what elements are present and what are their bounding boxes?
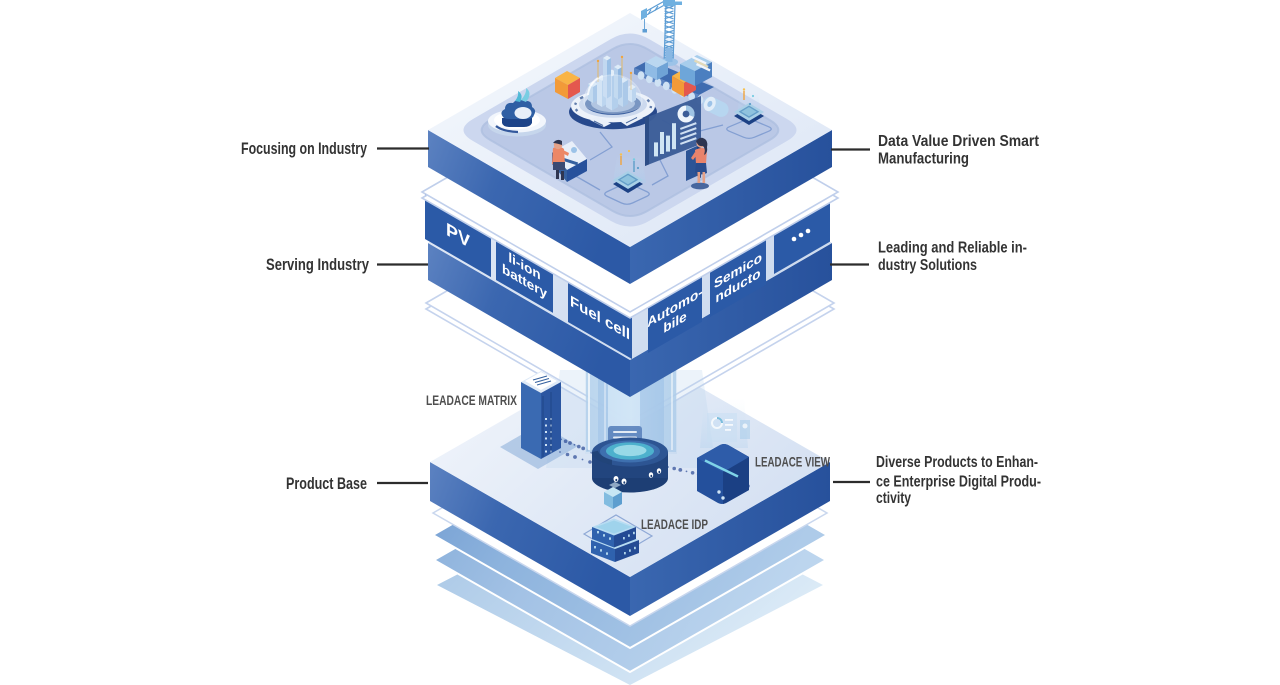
svg-text:Data Value Driven Smart: Data Value Driven Smart <box>878 133 1039 150</box>
svg-text:Product Base: Product Base <box>286 475 367 493</box>
svg-text:Focusing on Industry: Focusing on Industry <box>241 140 368 158</box>
svg-text:LEADACE IDP: LEADACE IDP <box>641 517 708 532</box>
svg-text:ce Enterprise Digital Produ-: ce Enterprise Digital Produ- <box>876 474 1041 491</box>
svg-text:LEADACE MATRIX: LEADACE MATRIX <box>426 393 517 408</box>
svg-text:ctivity: ctivity <box>876 490 911 507</box>
svg-text:Serving Industry: Serving Industry <box>266 256 370 274</box>
svg-text:Manufacturing: Manufacturing <box>878 151 969 168</box>
svg-text:dustry Solutions: dustry Solutions <box>878 257 977 274</box>
svg-text:Diverse Products to Enhan-: Diverse Products to Enhan- <box>876 454 1038 471</box>
svg-text:LEADACE VIEW: LEADACE VIEW <box>755 455 830 470</box>
svg-text:Leading and Reliable in-: Leading and Reliable in- <box>878 240 1027 257</box>
